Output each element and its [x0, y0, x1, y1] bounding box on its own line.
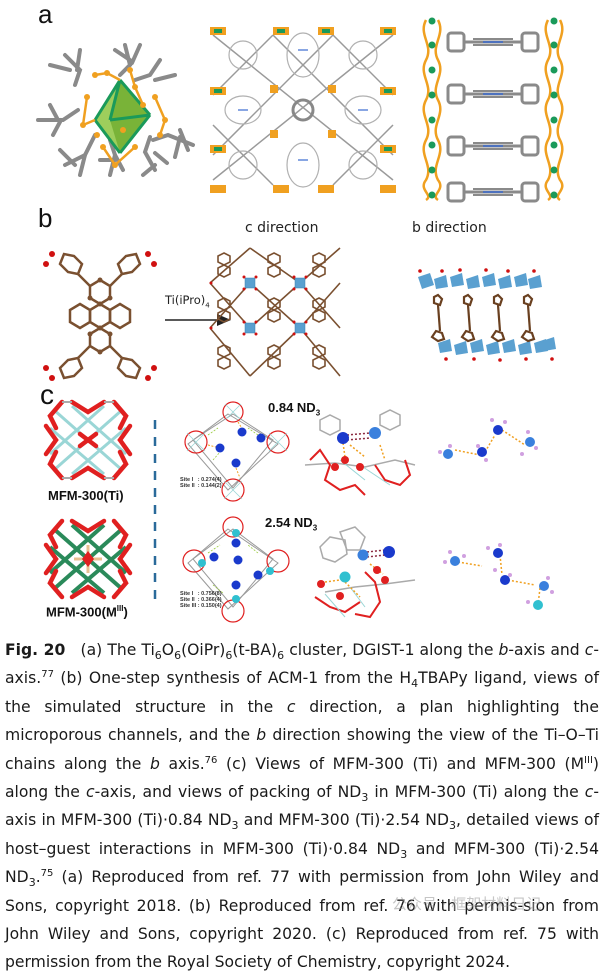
watermark: 公众号 · 框架材料日记 [392, 895, 542, 913]
caption-text: (b) One-step synthesis of ACM-1 from the… [53, 669, 412, 688]
caption-text: direction showing the view of the Ti–O–T… [5, 726, 599, 773]
caption-subscript: 6 [154, 649, 162, 663]
caption-subscript: 6 [225, 649, 233, 663]
caption-subscript: 4 [411, 677, 419, 691]
caption-superscript: 75 [40, 868, 54, 880]
caption-subscript: 3 [448, 819, 456, 833]
reagent-subscript: 4 [205, 301, 210, 310]
loading-0-84-text: 0.84 ND [268, 400, 316, 415]
caption-text: in MFM-300 (Ti) along the [368, 783, 585, 802]
caption-subscript: 3 [361, 791, 369, 805]
reagent-text: Ti(iPro) [165, 293, 206, 307]
caption-text: -axis. [5, 641, 599, 688]
reagent-label: Ti(iPro)4 [165, 293, 210, 309]
ti6o6-cluster-image [36, 43, 195, 177]
caption-subscript: 3 [400, 847, 408, 861]
caption-text: TBAPy ligand, views of the simulated str… [5, 669, 599, 716]
caption-italic: c [584, 641, 594, 659]
acm-1-c-direction-view [209, 247, 341, 377]
caption-text: and MFM-300 (Ti)·2.54 ND [238, 811, 449, 830]
caption-italic: b [498, 641, 509, 659]
host-guest-interactions-2-54 [314, 526, 416, 619]
caption-superscript: III [584, 754, 593, 766]
caption-text: . [35, 868, 41, 887]
caption-italic: c [584, 783, 594, 802]
mfm-300-m-text: MFM-300(M [46, 604, 117, 620]
loading-0-84-label: 0.84 ND3 [268, 400, 320, 418]
m-iii-superscript: III [116, 604, 124, 613]
caption-italic: b [256, 726, 267, 745]
caption-subscript: 3 [231, 819, 239, 833]
mfm-300-ti-structure [43, 399, 133, 481]
panel-b-letter: b [38, 203, 53, 233]
nd3-dimer-0-84 [438, 418, 538, 462]
caption-subscript: 6 [277, 649, 285, 663]
loading-2-54-text: 2.54 ND [265, 515, 313, 530]
caption-italic: c [286, 697, 296, 716]
caption-text: -axis, and views of packing of ND [94, 783, 362, 802]
dashed-divider [153, 420, 157, 602]
caption-subscript: 6 [174, 649, 182, 663]
dgist-1-c-axis-view [422, 17, 564, 203]
host-guest-interactions-0-84 [304, 409, 416, 496]
caption-subscript: 3 [28, 876, 36, 890]
mfm-300-ti-label: MFM-300(Ti) [48, 488, 124, 503]
acm-1-b-direction-view [418, 268, 556, 362]
figure-label: Fig. 20 [5, 641, 66, 659]
loading-2-54-sub: 3 [312, 523, 318, 533]
caption-text: O [161, 641, 175, 659]
mfm-300-m-iii-structure [43, 518, 133, 600]
caption-text: (a) The Ti [80, 641, 155, 659]
caption-text: axis. [159, 754, 205, 773]
caption-text: ) along the [5, 754, 599, 802]
nd3-cluster-2-54 [443, 543, 554, 610]
loading-2-54-label: 2.54 ND3 [265, 515, 317, 533]
figure-caption: Fig. 20 (a) The Ti6O6(OiPr)6(t-BA)6 clus… [5, 636, 599, 977]
site-occupancy-2-54: Site I : 0.756(8) Site II : 0.366(4) Sit… [180, 591, 222, 609]
site-occupancy-0-84: Site I : 0.274(4) Site II : 0.144(2) [180, 477, 222, 489]
caption-superscript: 77 [41, 669, 54, 681]
caption-text: direction, a plan highlighting the micro… [5, 697, 599, 745]
caption-italic: b [149, 754, 160, 773]
caption-text: (a) Reproduced from ref. 77 with permiss… [5, 868, 599, 972]
nd3-packing-0-84-view [184, 401, 290, 502]
caption-text: (c) Views of MFM-300 (Ti) and MFM-300 (M [217, 754, 585, 773]
panel-a-letter: a [38, 0, 53, 29]
caption-text: (OiPr) [181, 641, 226, 659]
caption-text: and MFM-300 (Ti)·2.54 ND [5, 839, 599, 887]
figure-20: a [36, 0, 564, 623]
caption-text: (t-BA) [232, 641, 278, 659]
mfm-300-m-close: ) [123, 604, 128, 620]
h4tbapy-ligand-image [43, 251, 157, 381]
panel-c-letter: c [40, 379, 54, 410]
b-direction-label: b direction [412, 220, 487, 236]
caption-text: cluster, DGIST-1 along the [284, 641, 499, 659]
c-direction-label: c direction [245, 220, 319, 236]
caption-superscript: 76 [204, 754, 218, 766]
caption-body: (a) The Ti6O6(OiPr)6(t-BA)6 cluster, DGI… [5, 641, 599, 971]
dgist-1-b-axis-view [210, 27, 396, 193]
caption-text: -axis in MFM-300 (Ti)·0.84 ND [5, 783, 600, 830]
caption-italic: c [86, 783, 95, 802]
nd3-packing-2-54-view [182, 516, 290, 623]
loading-0-84-sub: 3 [315, 408, 321, 418]
mfm-300-m-iii-label: MFM-300(MIII) [46, 604, 128, 619]
caption-text: -axis and [508, 641, 585, 659]
caption-text: , detailed views of host–guest interacti… [5, 811, 599, 858]
